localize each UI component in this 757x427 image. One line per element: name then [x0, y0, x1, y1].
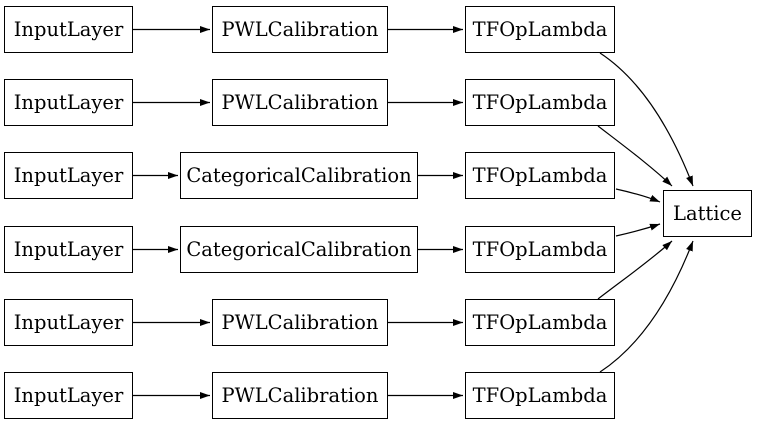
- node-tfop-lambda-5: TFOpLambda: [465, 299, 615, 346]
- node-input-layer-5: InputLayer: [4, 299, 133, 346]
- node-input-layer-1: InputLayer: [4, 6, 133, 53]
- edge-op4-lattice: [615, 223, 661, 237]
- node-input-layer-4: InputLayer: [4, 226, 133, 273]
- node-pwl-calibration-6: PWLCalibration: [212, 372, 388, 419]
- edge-op2-lattice: [597, 125, 673, 187]
- node-tfop-lambda-3: TFOpLambda: [465, 152, 615, 199]
- node-input-layer-6: InputLayer: [4, 372, 133, 419]
- node-tfop-lambda-6: TFOpLambda: [465, 372, 615, 419]
- node-categorical-calibration-3: CategoricalCalibration: [180, 152, 418, 199]
- node-tfop-lambda-4: TFOpLambda: [465, 226, 615, 273]
- edge-op6-lattice: [599, 240, 694, 373]
- node-input-layer-3: InputLayer: [4, 152, 133, 199]
- node-pwl-calibration-5: PWLCalibration: [212, 299, 388, 346]
- node-tfop-lambda-1: TFOpLambda: [465, 6, 615, 53]
- edge-op3-lattice: [615, 188, 661, 203]
- node-pwl-calibration-1: PWLCalibration: [212, 6, 388, 53]
- edge-op1-lattice: [599, 52, 694, 187]
- edge-op5-lattice: [597, 240, 673, 300]
- node-tfop-lambda-2: TFOpLambda: [465, 79, 615, 126]
- node-pwl-calibration-2: PWLCalibration: [212, 79, 388, 126]
- node-categorical-calibration-4: CategoricalCalibration: [180, 226, 418, 273]
- node-input-layer-2: InputLayer: [4, 79, 133, 126]
- node-lattice: Lattice: [663, 190, 752, 237]
